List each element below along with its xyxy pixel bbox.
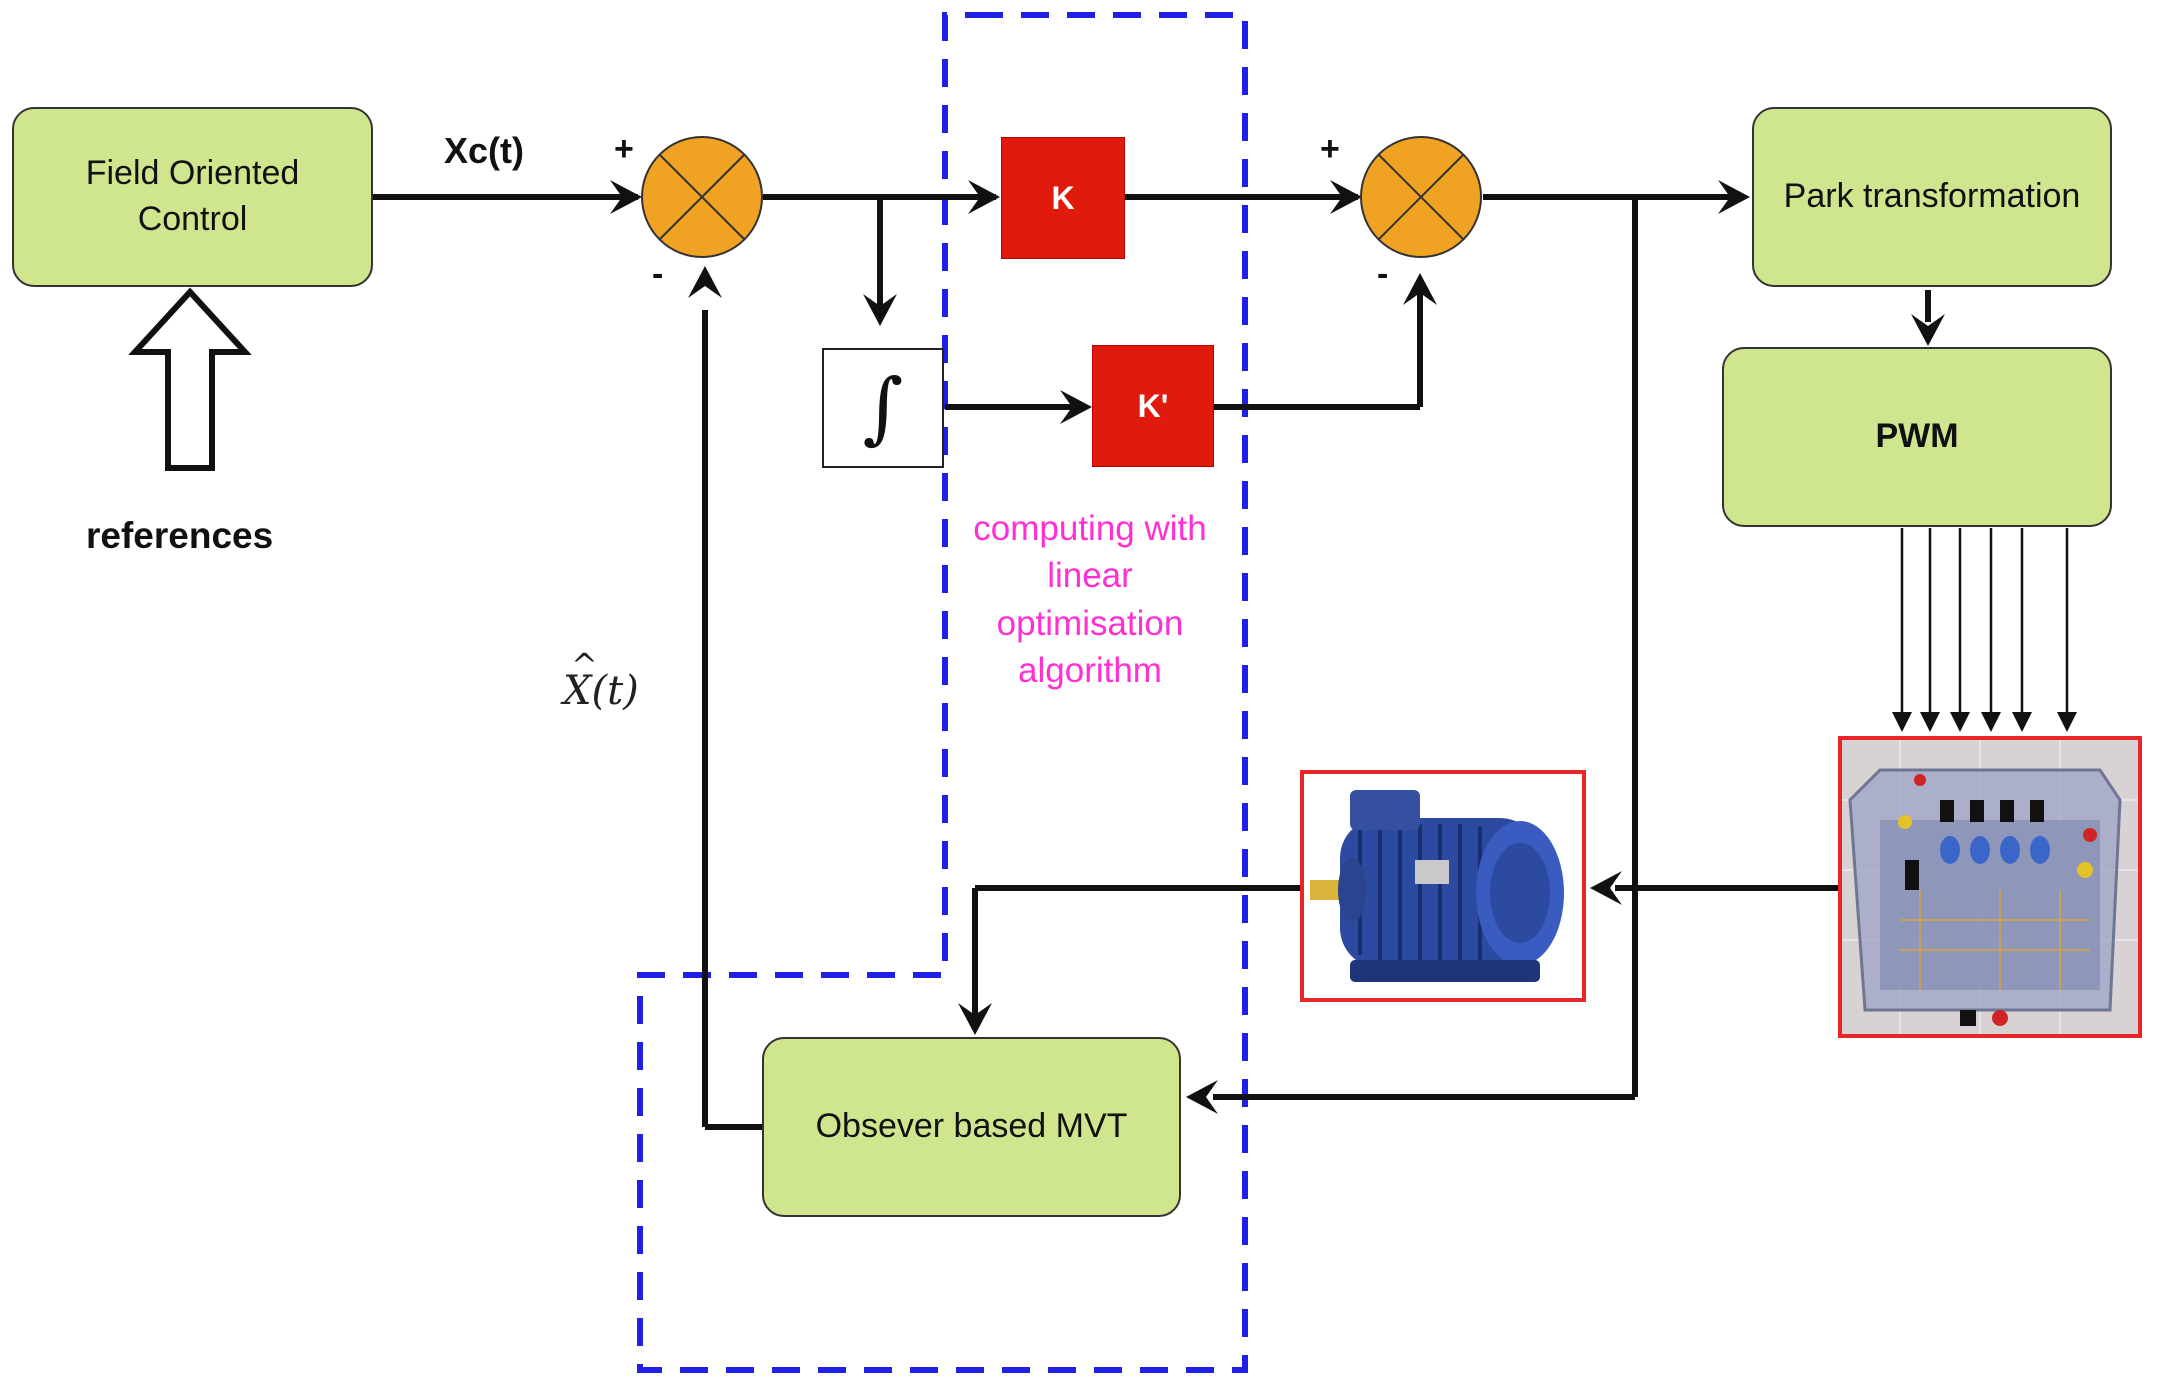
field-oriented-control-line1: Field Oriented <box>85 154 300 193</box>
summing-junction-1 <box>641 136 763 258</box>
annotation-line-3: optimisation <box>996 603 1184 643</box>
inverter-board-icon <box>1840 738 2140 1036</box>
sum1-plus-sign: + <box>614 130 634 168</box>
summing-junction-2 <box>1360 136 1482 258</box>
field-oriented-control-line2: Control <box>137 200 248 238</box>
references-label: references <box>86 515 274 556</box>
pwm-arrowheads <box>1892 712 2077 732</box>
annotation-line-1: computing with <box>973 509 1207 548</box>
gain-k-prime-block: K' <box>1092 345 1214 467</box>
hollow-up-arrow-icon <box>128 287 252 471</box>
park-transformation-block: Park transformation <box>1752 107 2112 287</box>
x-hat-argument: (t) <box>591 668 639 714</box>
field-oriented-control-block: Field Oriented Control <box>12 107 373 287</box>
annotation-line-2: linear <box>1047 556 1133 596</box>
park-transformation-label: Park transformation <box>1783 177 2081 216</box>
observer-block: Obsever based MVT <box>762 1037 1181 1217</box>
sum1-minus-sign: - <box>652 255 664 293</box>
x-hat-label: X ^ (t) <box>563 646 639 714</box>
gain-k-label: K <box>1051 179 1075 216</box>
sum2-minus-sign: - <box>1377 255 1389 293</box>
hat-accent: ^ <box>571 646 598 684</box>
optimisation-region-dashed <box>637 12 1248 1373</box>
inverter-image-frame <box>1838 736 2142 1038</box>
optimisation-annotation: computing with linear optimisation algor… <box>940 505 1240 694</box>
gain-k-prime-label: K' <box>1137 387 1169 424</box>
observer-label: Obsever based MVT <box>815 1107 1128 1146</box>
xc-label: Xc(t) <box>444 130 524 171</box>
electric-motor-icon <box>1302 772 1584 1000</box>
pwm-block: PWM <box>1722 347 2112 527</box>
signal-wires <box>373 194 1931 1130</box>
integrator-block: ∫ <box>822 348 944 468</box>
x-hat-symbol: X ^ <box>563 646 598 714</box>
x-hat-letter: X <box>563 668 592 714</box>
motor-image-frame <box>1300 770 1586 1002</box>
sum2-plus-sign: + <box>1320 130 1340 168</box>
integral-symbol: ∫ <box>862 363 904 453</box>
gain-k-block: K <box>1001 137 1125 259</box>
arrowheads <box>610 180 1945 1114</box>
annotation-line-4: algorithm <box>1018 650 1162 690</box>
pwm-output-lines <box>1900 528 2069 722</box>
pwm-label: PWM <box>1875 417 1959 456</box>
